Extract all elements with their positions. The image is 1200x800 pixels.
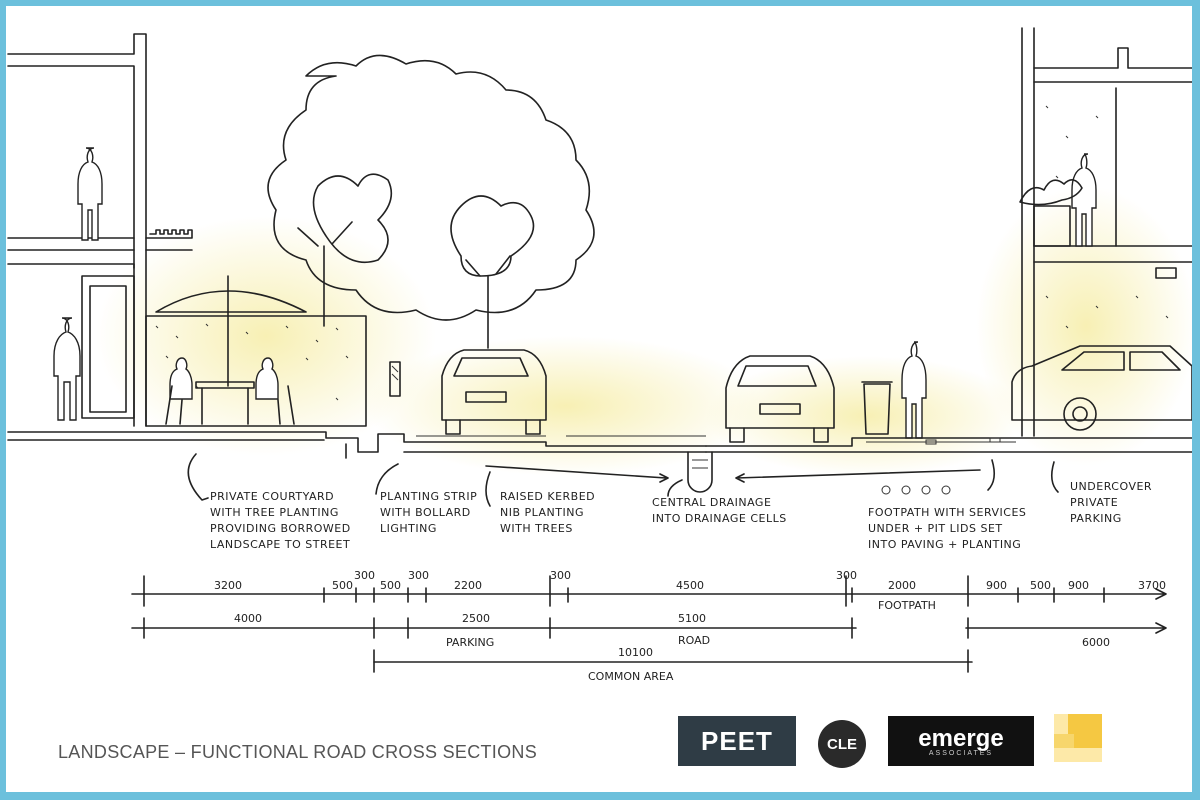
courtyard [145,275,367,427]
annotation-line: UNDERCOVER [1070,480,1152,493]
dimension-caption: PARKING [446,636,494,649]
annotation-line: RAISED KERBED [500,490,595,503]
ground-section [7,431,1192,495]
annotation-footpath: FOOTPATH WITH SERVICES UNDER + PIT LIDS … [868,459,1026,551]
annotation-line: WITH BOLLARD [380,506,471,519]
emerge-logo-subtext: ASSOCIATES [928,750,994,757]
annotation-planting-strip: PLANTING STRIP WITH BOLLARD LIGHTING [375,463,477,535]
dimension-label: 900 [1068,579,1089,592]
yellow-square-logo [1054,714,1102,762]
annotation-line: FOOTPATH WITH SERVICES [868,506,1026,519]
dimension-label: 300 [408,569,429,582]
annotation-line: INTO PAVING + PLANTING [868,538,1021,551]
dimension-label: 300 [550,569,571,582]
person-figure [901,341,927,439]
dimension-label: 3200 [214,579,242,592]
annotation-line: PRIVATE COURTYARD [210,490,334,503]
road-cross-section-sketch: PRIVATE COURTYARD WITH TREE PLANTING PRO… [7,27,1192,683]
dimension-label: 4500 [676,579,704,592]
dimension-label: 3700 [1138,579,1166,592]
dimension-row-1: 3200 500 300 500 300 2200 300 4500 300 2… [131,569,1167,607]
annotation-line: PLANTING STRIP [380,490,477,503]
planter-box [1019,179,1083,247]
annotation-line: NIB PLANTING [500,506,584,519]
annotation-line: PROVIDING BORROWED [210,522,351,535]
annotation-line: PARKING [1070,512,1122,525]
dimension-label: 500 [1030,579,1051,592]
emerge-logo-text: emerge [918,725,1004,752]
tree-canopy [267,54,595,349]
dimension-row-3: 10100 COMMON AREA [373,646,973,683]
dimension-label: 10100 [618,646,653,659]
annotation-line: WITH TREES [500,522,573,535]
wheelie-bin [861,381,893,435]
dimension-caption: COMMON AREA [588,670,674,683]
annotation-line: INTO DRAINAGE CELLS [652,512,787,525]
dimension-caption: ROAD [678,634,710,647]
left-building [7,33,193,427]
dimension-caption: FOOTPATH [878,599,936,612]
dimension-label: 500 [380,579,401,592]
cle-logo: CLE [818,720,866,768]
dimension-label: 5100 [678,612,706,625]
dimension-label: 2500 [462,612,490,625]
annotation-line: LIGHTING [380,522,437,535]
peet-logo-text: PEET [701,725,773,756]
annotation-line: WITH TREE PLANTING [210,506,339,519]
parked-car [441,349,547,435]
annotation-courtyard: PRIVATE COURTYARD WITH TREE PLANTING PRO… [187,453,351,551]
dimension-label: 2000 [888,579,916,592]
annotation-drainage: CENTRAL DRAINAGE INTO DRAINAGE CELLS [652,479,787,525]
dimension-label: 2200 [454,579,482,592]
garage-car [1011,345,1192,431]
annotation-line: PRIVATE [1070,496,1118,509]
annotation-line: LANDSCAPE TO STREET [210,538,350,551]
road-car [725,355,835,443]
dimension-label: 300 [836,569,857,582]
bollard-light [389,361,401,397]
dimension-label: 300 [354,569,375,582]
slide-frame: PRIVATE COURTYARD WITH TREE PLANTING PRO… [6,6,1192,792]
slide-caption: LANDSCAPE – FUNCTIONAL ROAD CROSS SECTIO… [58,742,538,762]
cle-logo-text: CLE [827,735,857,753]
dimension-label: 500 [332,579,353,592]
annotation-line: UNDER + PIT LIDS SET [868,522,1003,535]
dimension-row-2: 4000 2500 5100 6000 PARKING ROAD FOOTPAT… [131,599,1167,649]
person-figure [53,147,103,421]
dimension-label: 4000 [234,612,262,625]
emerge-logo: emerge ASSOCIATES [888,716,1034,766]
dimension-label: 900 [986,579,1007,592]
dimension-label: 6000 [1082,636,1110,649]
annotation-parking: UNDERCOVER PRIVATE PARKING [1050,461,1152,525]
peet-logo: PEET [678,716,796,766]
annotation-kerbed-nib: RAISED KERBED NIB PLANTING WITH TREES [485,471,595,535]
person-figure [1071,153,1097,247]
annotation-line: CENTRAL DRAINAGE [652,496,771,509]
